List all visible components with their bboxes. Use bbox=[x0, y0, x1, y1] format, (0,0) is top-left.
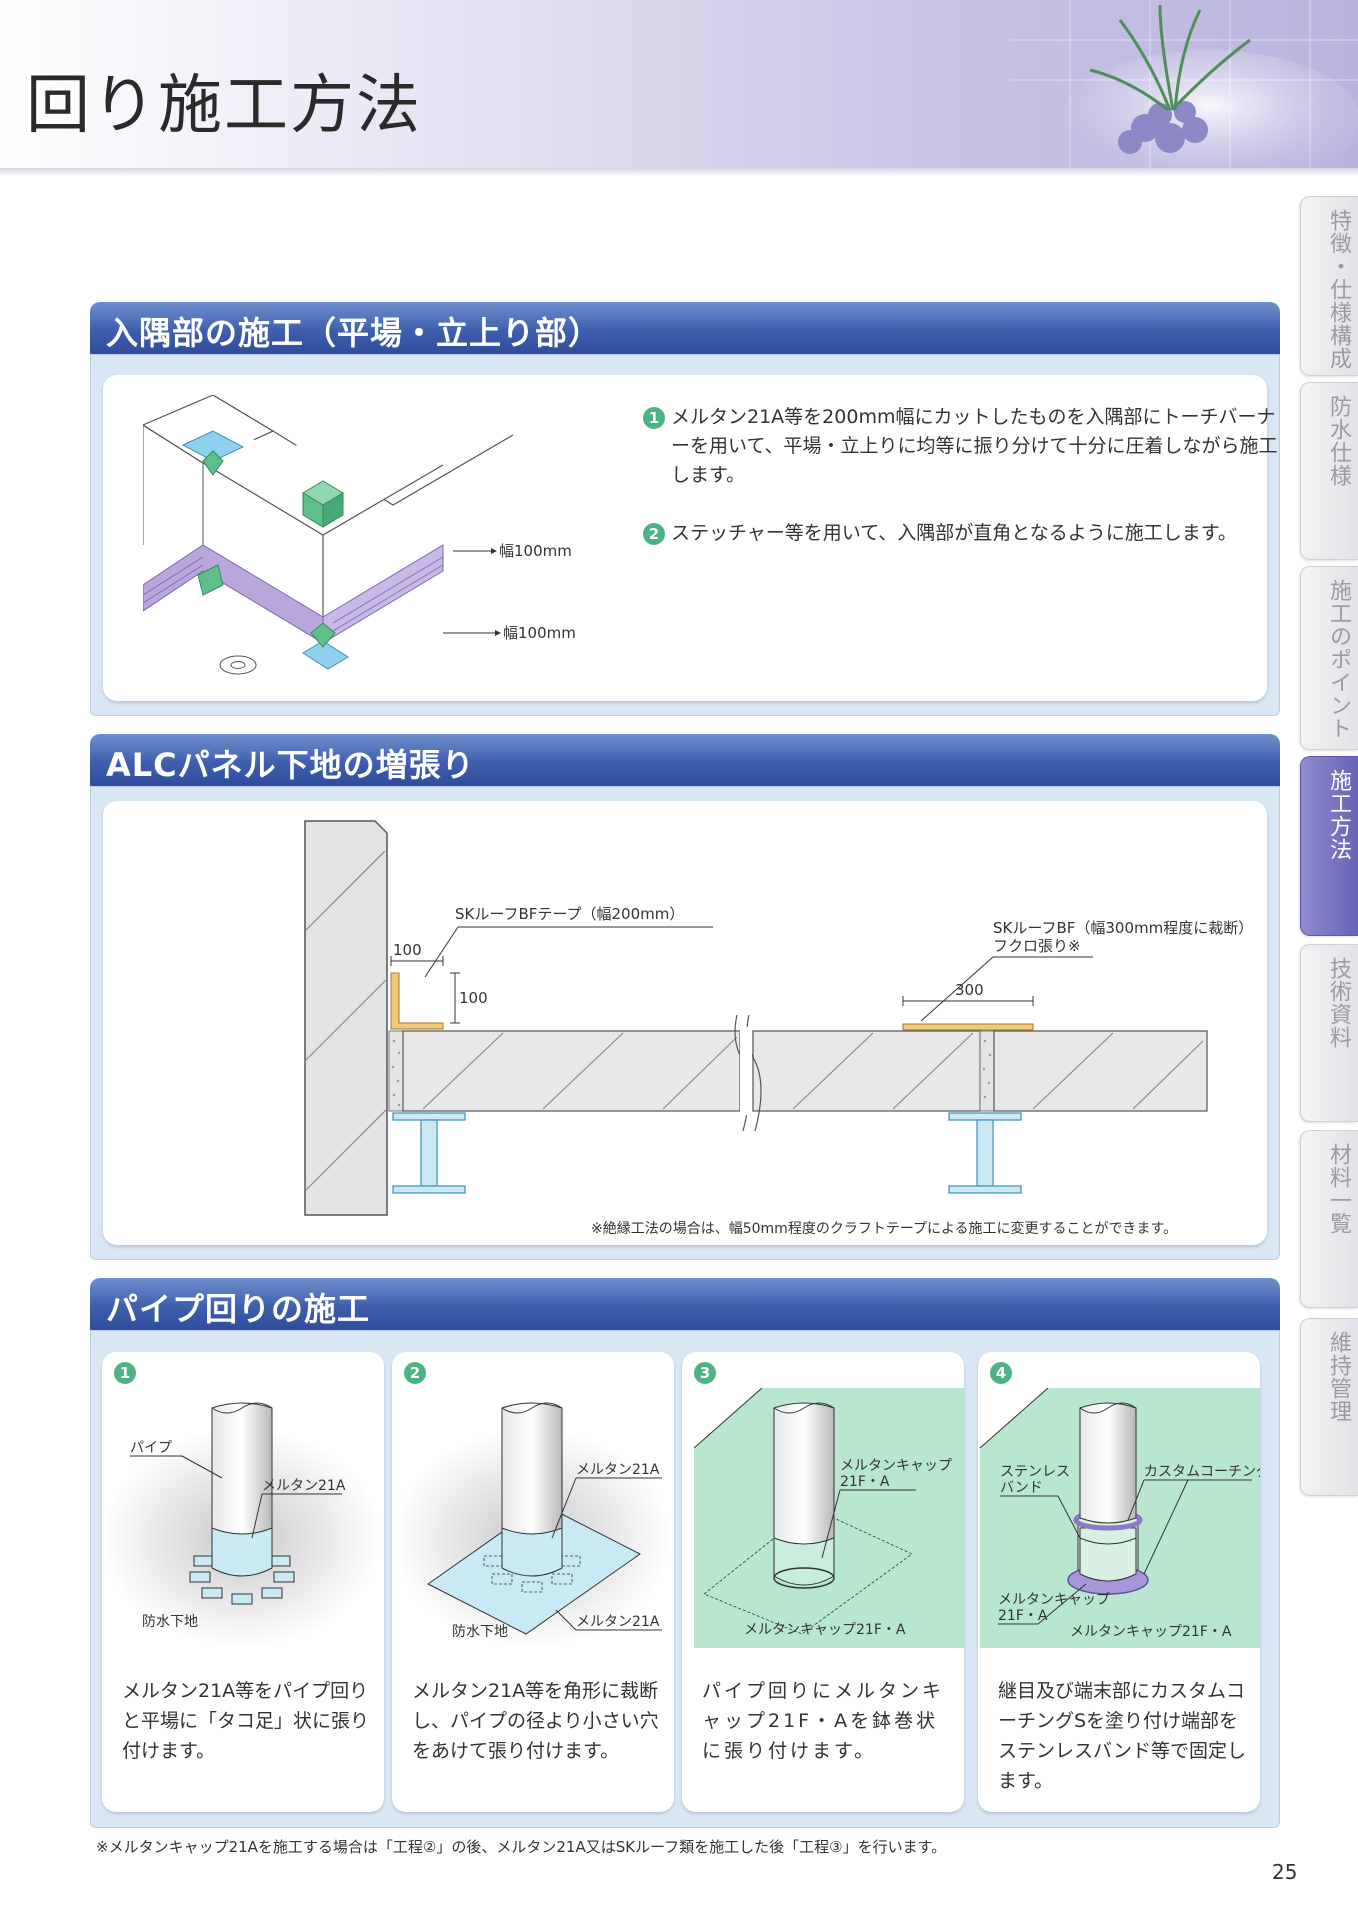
label-cap-3-bottom: メルタンキャップ21F・A bbox=[744, 1622, 906, 1638]
label-cap-4-line2: 21F・A bbox=[998, 1608, 1048, 1624]
label-band-line1: ステンレス bbox=[1000, 1464, 1070, 1480]
label-custom-coating: カスタムコーチングS bbox=[1144, 1464, 1260, 1480]
alc-diagram: 100 100 SKルーフBFテープ（幅200mm） bbox=[304, 820, 1253, 1237]
label-meltan-21a-1: メルタン21A bbox=[262, 1478, 346, 1494]
tab-technical-data-label: 技術資料 bbox=[1326, 957, 1351, 1049]
tab-construction-points-label: 施工のポイント bbox=[1326, 579, 1351, 740]
pipe-card-1: 1 パイプ メルタン21A 防水下地 メルタン21A等をパイプ回りと平場に「タコ… bbox=[102, 1352, 384, 1812]
pipe-diagram-4: ステンレス バンド カスタムコーチングS メルタンキャップ 21F・A メルタン… bbox=[979, 1388, 1260, 1648]
section-corner-bar: 入隅部の施工（平場・立上り部） bbox=[90, 302, 1280, 354]
pipe-card-2-number: 2 bbox=[404, 1362, 426, 1384]
label-band-line2: バンド bbox=[1000, 1480, 1043, 1496]
pipe-diagram-1: パイプ メルタン21A 防水下地 bbox=[102, 1402, 382, 1648]
corner-step-2: 2 ステッチャー等を用いて、入隅部が直角となるように施工します。 bbox=[643, 519, 1237, 548]
pipe-card-2-text: メルタン21A等を角形に裁断し、パイプの径より小さい穴をあけて張り付けます。 bbox=[412, 1680, 659, 1762]
pipe-card-3: 3 メルタンキャップ 21F・A メルタンキャップ21F・A パイプ回りにメルタ… bbox=[682, 1352, 964, 1812]
tab-maintenance-label: 維持管理 bbox=[1326, 1331, 1351, 1423]
pipe-card-4-number: 4 bbox=[990, 1362, 1012, 1384]
tab-construction-method-label: 施工方法 bbox=[1326, 769, 1351, 861]
alc-card: 100 100 SKルーフBFテープ（幅200mm） bbox=[103, 801, 1267, 1245]
section-pipe-bar: パイプ回りの施工 bbox=[90, 1278, 1280, 1330]
label-base-1: 防水下地 bbox=[142, 1614, 198, 1630]
label-cap-3-line2: 21F・A bbox=[840, 1474, 890, 1490]
label-bf-tape: SKルーフBFテープ（幅200mm） bbox=[455, 905, 684, 923]
tab-material-list[interactable]: 材料一覧 bbox=[1300, 1130, 1358, 1308]
label-cap-4-bottom: メルタンキャップ21F・A bbox=[1070, 1624, 1232, 1640]
page-number: 25 bbox=[1272, 1860, 1298, 1884]
section-alc-panel: 100 100 SKルーフBFテープ（幅200mm） bbox=[90, 786, 1280, 1260]
tab-waterproof-spec-label: 防水仕様 bbox=[1326, 395, 1351, 487]
tab-features[interactable]: 特徴・仕様構成 bbox=[1300, 196, 1358, 376]
pipe-diagram-3: メルタンキャップ 21F・A メルタンキャップ21F・A bbox=[693, 1388, 964, 1648]
corner-card: 幅100mm 幅100mm 1 メルタン21A等を200mm幅にカットしたものを… bbox=[103, 375, 1277, 701]
section-corner-title: 入隅部の施工（平場・立上り部） bbox=[106, 314, 602, 352]
label-cap-4-line1: メルタンキャップ bbox=[998, 1592, 1110, 1608]
label-base-2: 防水下地 bbox=[452, 1624, 508, 1640]
pipe-card-1-text: メルタン21A等をパイプ回りと平場に「タコ足」状に張り付けます。 bbox=[122, 1680, 370, 1762]
tab-material-list-label: 材料一覧 bbox=[1326, 1143, 1351, 1235]
header-plant-image bbox=[1010, 0, 1358, 168]
corner-diagram: 幅100mm 幅100mm bbox=[143, 395, 576, 675]
section-alc-bar: ALCパネル下地の増張り bbox=[90, 734, 1280, 786]
section-pipe-title: パイプ回りの施工 bbox=[106, 1290, 371, 1328]
pipe-card-3-text: パイプ回りにメルタンキャップ21F・Aを鉢巻状に張り付けます。 bbox=[702, 1680, 945, 1762]
step-1-text: メルタン21A等を200mm幅にカットしたものを入隅部にトーチバーナーを用いて、… bbox=[671, 406, 1278, 486]
page-title: 回り施工方法 bbox=[26, 69, 422, 143]
label-meltan-21a-2-bottom: メルタン21A bbox=[576, 1614, 660, 1630]
label-meltan-21a-2-top: メルタン21A bbox=[576, 1462, 660, 1478]
section-corner-panel: 幅100mm 幅100mm 1 メルタン21A等を200mm幅にカットしたものを… bbox=[90, 354, 1280, 716]
label-cap-3-line1: メルタンキャップ bbox=[840, 1458, 952, 1474]
step-2-number: 2 bbox=[643, 522, 665, 545]
tab-maintenance[interactable]: 維持管理 bbox=[1300, 1318, 1358, 1496]
tab-technical-data[interactable]: 技術資料 bbox=[1300, 944, 1358, 1122]
tab-features-label: 特徴・仕様構成 bbox=[1326, 209, 1351, 370]
page-footnote: ※メルタンキャップ21Aを施工する場合は「工程②」の後、メルタン21A又はSKル… bbox=[96, 1838, 947, 1856]
pipe-card-3-number: 3 bbox=[694, 1362, 716, 1384]
label-pipe: パイプ bbox=[130, 1440, 172, 1456]
tab-construction-points[interactable]: 施工のポイント bbox=[1300, 566, 1358, 750]
label-bf-line2: フクロ張り※ bbox=[993, 937, 1081, 955]
dim-100-vertical: 100 bbox=[459, 989, 488, 1007]
label-bf-line1: SKルーフBF（幅300mm程度に裁断） bbox=[993, 919, 1253, 937]
label-width-100-upper: 幅100mm bbox=[499, 542, 572, 560]
corner-step-1: 1 メルタン21A等を200mm幅にカットしたものを入隅部にトーチバーナーを用い… bbox=[643, 403, 1277, 486]
section-alc-title: ALCパネル下地の増張り bbox=[106, 746, 475, 784]
pipe-diagram-2: メルタン21A 防水下地 メルタン21A bbox=[392, 1402, 672, 1648]
tab-construction-method[interactable]: 施工方法 bbox=[1300, 756, 1358, 936]
pipe-card-4: 4 ステンレス バンド カスタムコーチングS メルタンキャップ 21F・A メル… bbox=[978, 1352, 1260, 1812]
alc-footnote: ※絶縁工法の場合は、幅50mm程度のクラフトテープによる施工に変更することができ… bbox=[591, 1220, 1177, 1237]
dim-300: 300 bbox=[955, 981, 984, 999]
pipe-card-2: 2 メルタン21A 防水下地 メルタン21A メルタン21A等を角形に裁断し、パ… bbox=[392, 1352, 674, 1812]
step-2-text: ステッチャー等を用いて、入隅部が直角となるように施工します。 bbox=[671, 522, 1237, 544]
pipe-card-1-number: 1 bbox=[114, 1362, 136, 1384]
header-divider bbox=[0, 168, 1358, 176]
tab-waterproof-spec[interactable]: 防水仕様 bbox=[1300, 382, 1358, 560]
pipe-card-4-text: 継目及び端末部にカスタムコーチングSを塗り付け端部をステンレスバンド等で固定しま… bbox=[998, 1680, 1246, 1792]
step-1-number: 1 bbox=[643, 406, 665, 429]
dim-100-horizontal: 100 bbox=[393, 941, 422, 959]
label-width-100-lower: 幅100mm bbox=[503, 624, 576, 642]
